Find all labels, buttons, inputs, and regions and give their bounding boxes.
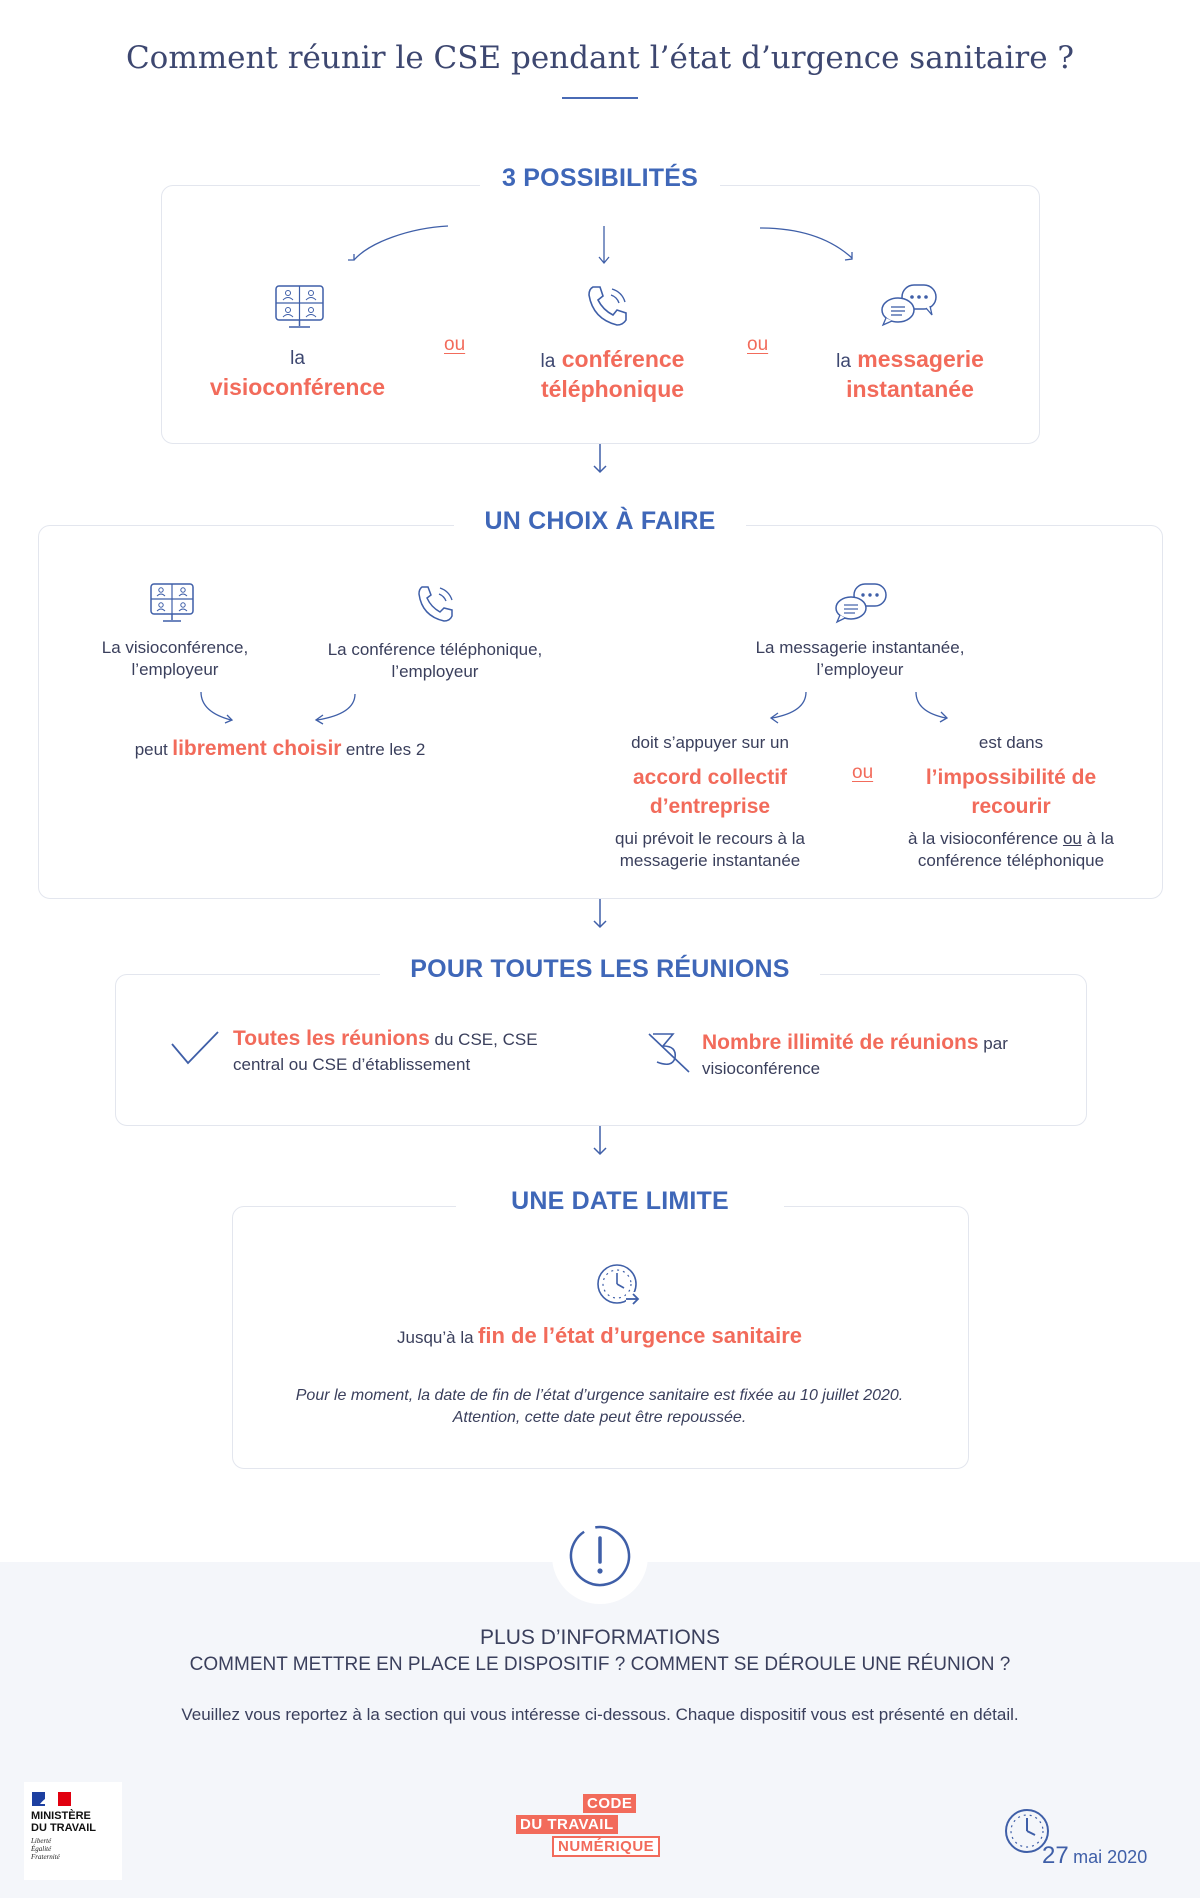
impossibility-emph-2: recourir: [971, 795, 1051, 818]
section-heading-all-meetings: POUR TOUTES LES RÉUNIONS: [380, 955, 820, 991]
clock-deadline-icon: [597, 1264, 640, 1306]
down-arrow: [593, 899, 607, 929]
phone-employer-line1: La conférence téléphonique,: [327, 640, 543, 659]
phone-call-icon: [418, 586, 453, 622]
video-conference-icon: [275, 285, 324, 328]
msg-employer-line1: La messagerie instantanée,: [755, 638, 965, 657]
deadline-note-2: Attention, cette date peut être repoussé…: [452, 1409, 747, 1426]
or-separator: ou: [852, 762, 874, 783]
section-heading-deadline: UNE DATE LIMITE: [456, 1187, 784, 1223]
deadline-text: Jusqu’à la fin de l’état d’urgence sanit…: [397, 1323, 802, 1348]
unlimited-meetings-text: Nombre illimité de réunions par visiocon…: [702, 1031, 1008, 1078]
chat-bubbles-icon: [881, 284, 937, 327]
choice-card: [38, 525, 1163, 899]
option-chat-line2: instantanée: [846, 376, 974, 402]
footer-heading-2: COMMENT METTRE EN PLACE LE DISPOSITIF ? …: [189, 1654, 1011, 1675]
down-arrow: [593, 444, 607, 474]
marianne-flag-icon: [32, 1792, 71, 1806]
ministry-name: MINISTÈRE DU TRAVAIL: [31, 1810, 96, 1834]
checkmark-icon: [171, 1031, 219, 1065]
option-visio-name: visioconférence: [209, 374, 386, 400]
deadline-note-1: Pour le moment, la date de fin de l’état…: [295, 1387, 904, 1404]
impossibility-out-2: conférence téléphonique: [917, 851, 1105, 870]
all-meetings-text: Toutes les réunions du CSE, CSE central …: [233, 1027, 538, 1074]
agreement-out-1: qui prévoit le recours à la: [615, 829, 805, 848]
visio-employer-line1: La visioconférence,: [101, 638, 249, 657]
split-arrows: [769, 691, 949, 724]
msg-employer-line2: l’employeur: [816, 660, 904, 679]
chat-bubbles-icon: [835, 583, 887, 624]
agreement-out-2: messagerie instantanée: [619, 851, 801, 870]
option-chat-line1: la messagerie: [836, 346, 984, 372]
down-arrow: [593, 1126, 607, 1156]
page-title: Comment réunir le CSE pendant l’état d’u…: [125, 40, 1075, 76]
phone-employer-line2: l’employeur: [391, 662, 479, 681]
branch-arrows: [348, 225, 853, 265]
impossibility-out-1: à la visioconférence ou à la: [907, 829, 1115, 848]
phone-call-icon: [588, 286, 627, 326]
exclamation-icon: [569, 1525, 631, 1587]
code-du-travail-logo: CODE DU TRAVAIL NUMÉRIQUE: [516, 1792, 686, 1864]
option-phone-line1: la conférence: [540, 346, 685, 372]
publication-date: 27 mai 2020: [1042, 1842, 1148, 1869]
impossibility-emph-1: l’impossibilité de: [925, 766, 1097, 789]
video-conference-icon: [150, 583, 194, 622]
agreement-emph-2: d’entreprise: [649, 795, 771, 818]
deadline-card: [232, 1206, 969, 1469]
merge-arrows: [200, 691, 356, 725]
ministry-logo: MINISTÈRE DU TRAVAIL Liberté Égalité Fra…: [24, 1782, 122, 1880]
unlimited-count-icon: [648, 1033, 690, 1073]
section-heading-choice: UN CHOIX À FAIRE: [454, 507, 746, 543]
free-choice-text: peut librement choisir entre les 2: [134, 737, 426, 760]
all-meetings-card: [115, 974, 1087, 1126]
or-separator: ou: [444, 334, 466, 355]
section-heading-possibilities: 3 POSSIBILITÉS: [480, 164, 720, 200]
agreement-emph-1: accord collectif: [632, 766, 788, 789]
option-visio-prefix: la: [290, 348, 305, 369]
title-underline: [562, 97, 638, 99]
footer-heading-1: PLUS D’INFORMATIONS: [480, 1626, 720, 1649]
or-separator: ou: [747, 334, 769, 355]
impossibility-intro: est dans: [978, 733, 1044, 752]
clock-icon: [1005, 1809, 1049, 1853]
footer-body: Veuillez vous reportez à la section qui …: [181, 1705, 1019, 1724]
option-phone-line2: téléphonique: [540, 376, 685, 402]
ministry-motto: Liberté Égalité Fraternité: [31, 1837, 60, 1861]
visio-employer-line2: l’employeur: [131, 660, 219, 679]
agreement-intro: doit s’appuyer sur un: [631, 733, 789, 752]
